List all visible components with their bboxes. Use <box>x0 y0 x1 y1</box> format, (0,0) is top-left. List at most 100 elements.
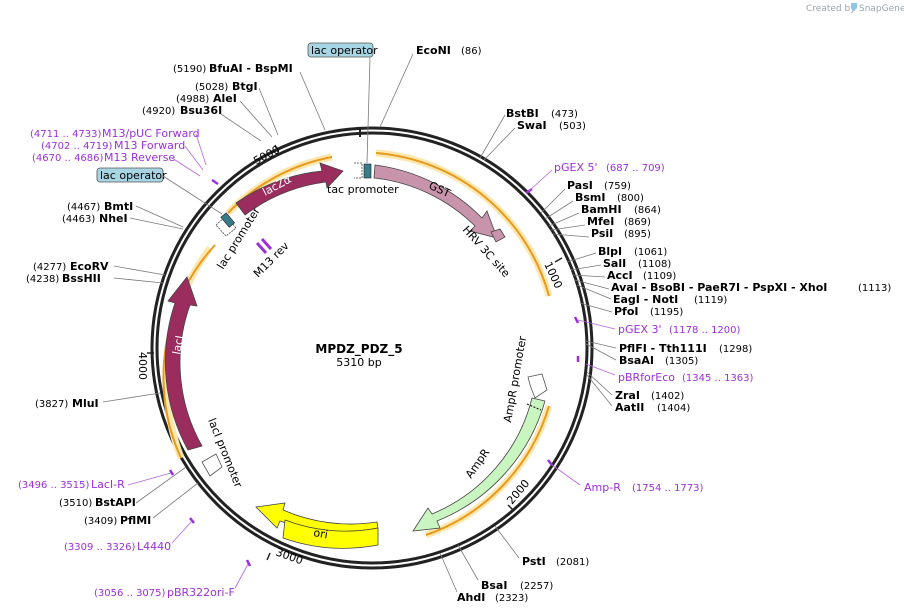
l4440-lead <box>171 520 193 544</box>
bsshii-lead <box>113 277 164 284</box>
acci-lead <box>572 274 606 278</box>
laci-label: lacI <box>170 334 186 355</box>
primer-pbrforeco[interactable]: pBRforEco <box>618 371 675 384</box>
lacza-feature[interactable] <box>235 162 344 216</box>
m13rev-feature[interactable] <box>255 237 273 255</box>
psti-lead <box>494 525 520 559</box>
primer-m13puc[interactable]: M13/pUC Forward <box>102 127 200 140</box>
m13reverse-lead <box>171 157 201 177</box>
laci-feature[interactable] <box>164 276 203 451</box>
enzyme-ecorv-pos: (4277) <box>33 262 66 273</box>
enzyme-swai[interactable]: SwaI <box>517 119 547 132</box>
enzyme-pfoi[interactable]: PfoI <box>614 305 639 318</box>
enzyme-bsai[interactable]: BsaI <box>481 579 507 592</box>
enzyme-bmti[interactable]: BmtI <box>104 200 133 213</box>
enzyme-avai-group[interactable]: AvaI - BsoBI - PaeR7I - PspXI - XhoI <box>611 281 827 294</box>
primer-m13reverse-range: (4670 .. 4686) <box>32 153 104 164</box>
enzyme-mfei[interactable]: MfeI <box>587 215 614 228</box>
enzyme-eagi-noti[interactable]: EagI - NotI <box>613 293 678 306</box>
btgi-lead <box>258 87 279 136</box>
m13puc-lead <box>195 133 207 166</box>
ampr-feature[interactable] <box>412 397 546 532</box>
lac-operator-top-box[interactable] <box>307 42 374 58</box>
bfuai-lead <box>299 71 326 131</box>
primer-laci-r[interactable]: LacI-R <box>91 478 125 491</box>
primer-pbr322ori-range: (3056 .. 3075) <box>94 588 166 599</box>
backbone-outer-ring <box>150 126 594 570</box>
enzyme-pflmi-pos: (3409) <box>84 516 117 527</box>
gst-orf-arc <box>375 152 550 297</box>
enzyme-bstbi[interactable]: BstBI <box>506 107 539 120</box>
enzyme-sites-right: EcoNI (86) BstBI (473) SwaI (503) PasI (… <box>379 44 891 414</box>
enzyme-acci-pos: (1109) <box>643 271 676 282</box>
enzyme-alei[interactable]: AleI <box>213 92 237 105</box>
alei-lead <box>239 100 273 138</box>
tick-4000: 4000 <box>136 352 149 380</box>
enzyme-psti[interactable]: PstI <box>522 555 546 568</box>
enzyme-psii[interactable]: PsiI <box>591 227 613 240</box>
ampr-signal-peptide <box>526 403 542 411</box>
primer-m13forward[interactable]: M13 Forward <box>114 139 185 152</box>
enzyme-nhei-pos: (4463) <box>62 214 95 225</box>
lac-operator-left-label: lac operator <box>100 169 167 182</box>
enzyme-aatii[interactable]: AatII <box>615 401 644 414</box>
enzyme-pfoi-pos: (1195) <box>650 307 683 318</box>
pgex5-lead <box>528 169 553 192</box>
enzyme-bfuai-bspmi[interactable]: BfuAI - BspMI <box>209 62 293 75</box>
enzyme-bsaai[interactable]: BsaAI <box>619 354 654 367</box>
ampr-orf-arc <box>425 405 550 536</box>
snapgene-logo-icon <box>851 3 857 11</box>
primer-ampr-range: (1754 .. 1773) <box>632 483 704 494</box>
m13forward-lead <box>184 145 204 171</box>
enzyme-bamhi-pos: (864) <box>634 205 661 216</box>
blpi-lead <box>566 252 597 263</box>
primer-l4440[interactable]: L4440 <box>137 540 171 553</box>
primer-pbr322ori[interactable]: pBR322ori-F <box>167 586 235 599</box>
primer-ampr[interactable]: Amp-R <box>584 481 621 494</box>
enzyme-btgi-pos: (5028) <box>195 82 228 93</box>
primer-pgex5[interactable]: pGEX 5' <box>554 161 598 174</box>
enzyme-bstapi[interactable]: BstAPI <box>95 496 136 509</box>
lac-operator-box-left[interactable] <box>220 212 235 228</box>
enzyme-zrai[interactable]: ZraI <box>615 389 640 402</box>
laci-promoter-feature[interactable] <box>201 453 223 477</box>
enzyme-acci[interactable]: AccI <box>607 269 633 282</box>
ampr-label: AmpR <box>463 446 493 481</box>
enzyme-sali-pos: (1108) <box>638 259 671 270</box>
ampr-primer-lead <box>551 464 581 486</box>
gst-feature[interactable] <box>373 164 498 239</box>
enzyme-sali[interactable]: SalI <box>603 257 626 270</box>
enzyme-pflfi-pos: (1298) <box>719 344 752 355</box>
enzyme-pasi[interactable]: PasI <box>567 179 593 192</box>
enzyme-mlui[interactable]: MluI <box>72 397 99 410</box>
enzyme-ecorv[interactable]: EcoRV <box>70 260 109 273</box>
lac-operator-box-top[interactable] <box>363 163 372 179</box>
tac-promoter-feature[interactable] <box>354 162 363 179</box>
lac-promoter-feature[interactable] <box>215 215 237 237</box>
enzyme-ahdi-pos: (2323) <box>495 593 528 604</box>
primer-pgex3[interactable]: pGEX 3' <box>618 323 662 336</box>
enzyme-bsmi[interactable]: BsmI <box>575 191 606 204</box>
enzyme-nhei[interactable]: NheI <box>99 212 128 225</box>
enzyme-btgi[interactable]: BtgI <box>232 80 258 93</box>
bstapi-lead <box>135 466 187 504</box>
primer-m13reverse[interactable]: M13 Reverse <box>104 151 175 164</box>
ampr-promoter-feature[interactable] <box>527 373 548 399</box>
enzyme-psii-pos: (895) <box>624 229 651 240</box>
enzyme-bsshii[interactable]: BssHII <box>62 272 101 285</box>
tick-1000-mark <box>554 257 563 263</box>
enzyme-blpi[interactable]: BlpI <box>598 245 622 258</box>
ori-body <box>282 519 379 549</box>
tick-5000: 5000 <box>251 143 282 168</box>
enzyme-econi[interactable]: EcoNI <box>416 44 451 57</box>
enzyme-swai-pos: (503) <box>559 121 586 132</box>
enzyme-aatii-pos: (1404) <box>657 403 690 414</box>
enzyme-bamhi[interactable]: BamHI <box>581 203 622 216</box>
tick-2000-mark <box>507 504 514 511</box>
enzyme-pflmi[interactable]: PflMI <box>120 514 151 527</box>
lac-operator-left-box[interactable] <box>96 167 164 183</box>
enzyme-ahdi[interactable]: AhdI <box>457 591 485 604</box>
enzyme-pflfi-tth111i[interactable]: PflFI - Tth111I <box>619 342 707 355</box>
enzyme-bsu36i[interactable]: Bsu36I <box>180 104 222 117</box>
hrv3c-feature[interactable] <box>490 228 506 243</box>
